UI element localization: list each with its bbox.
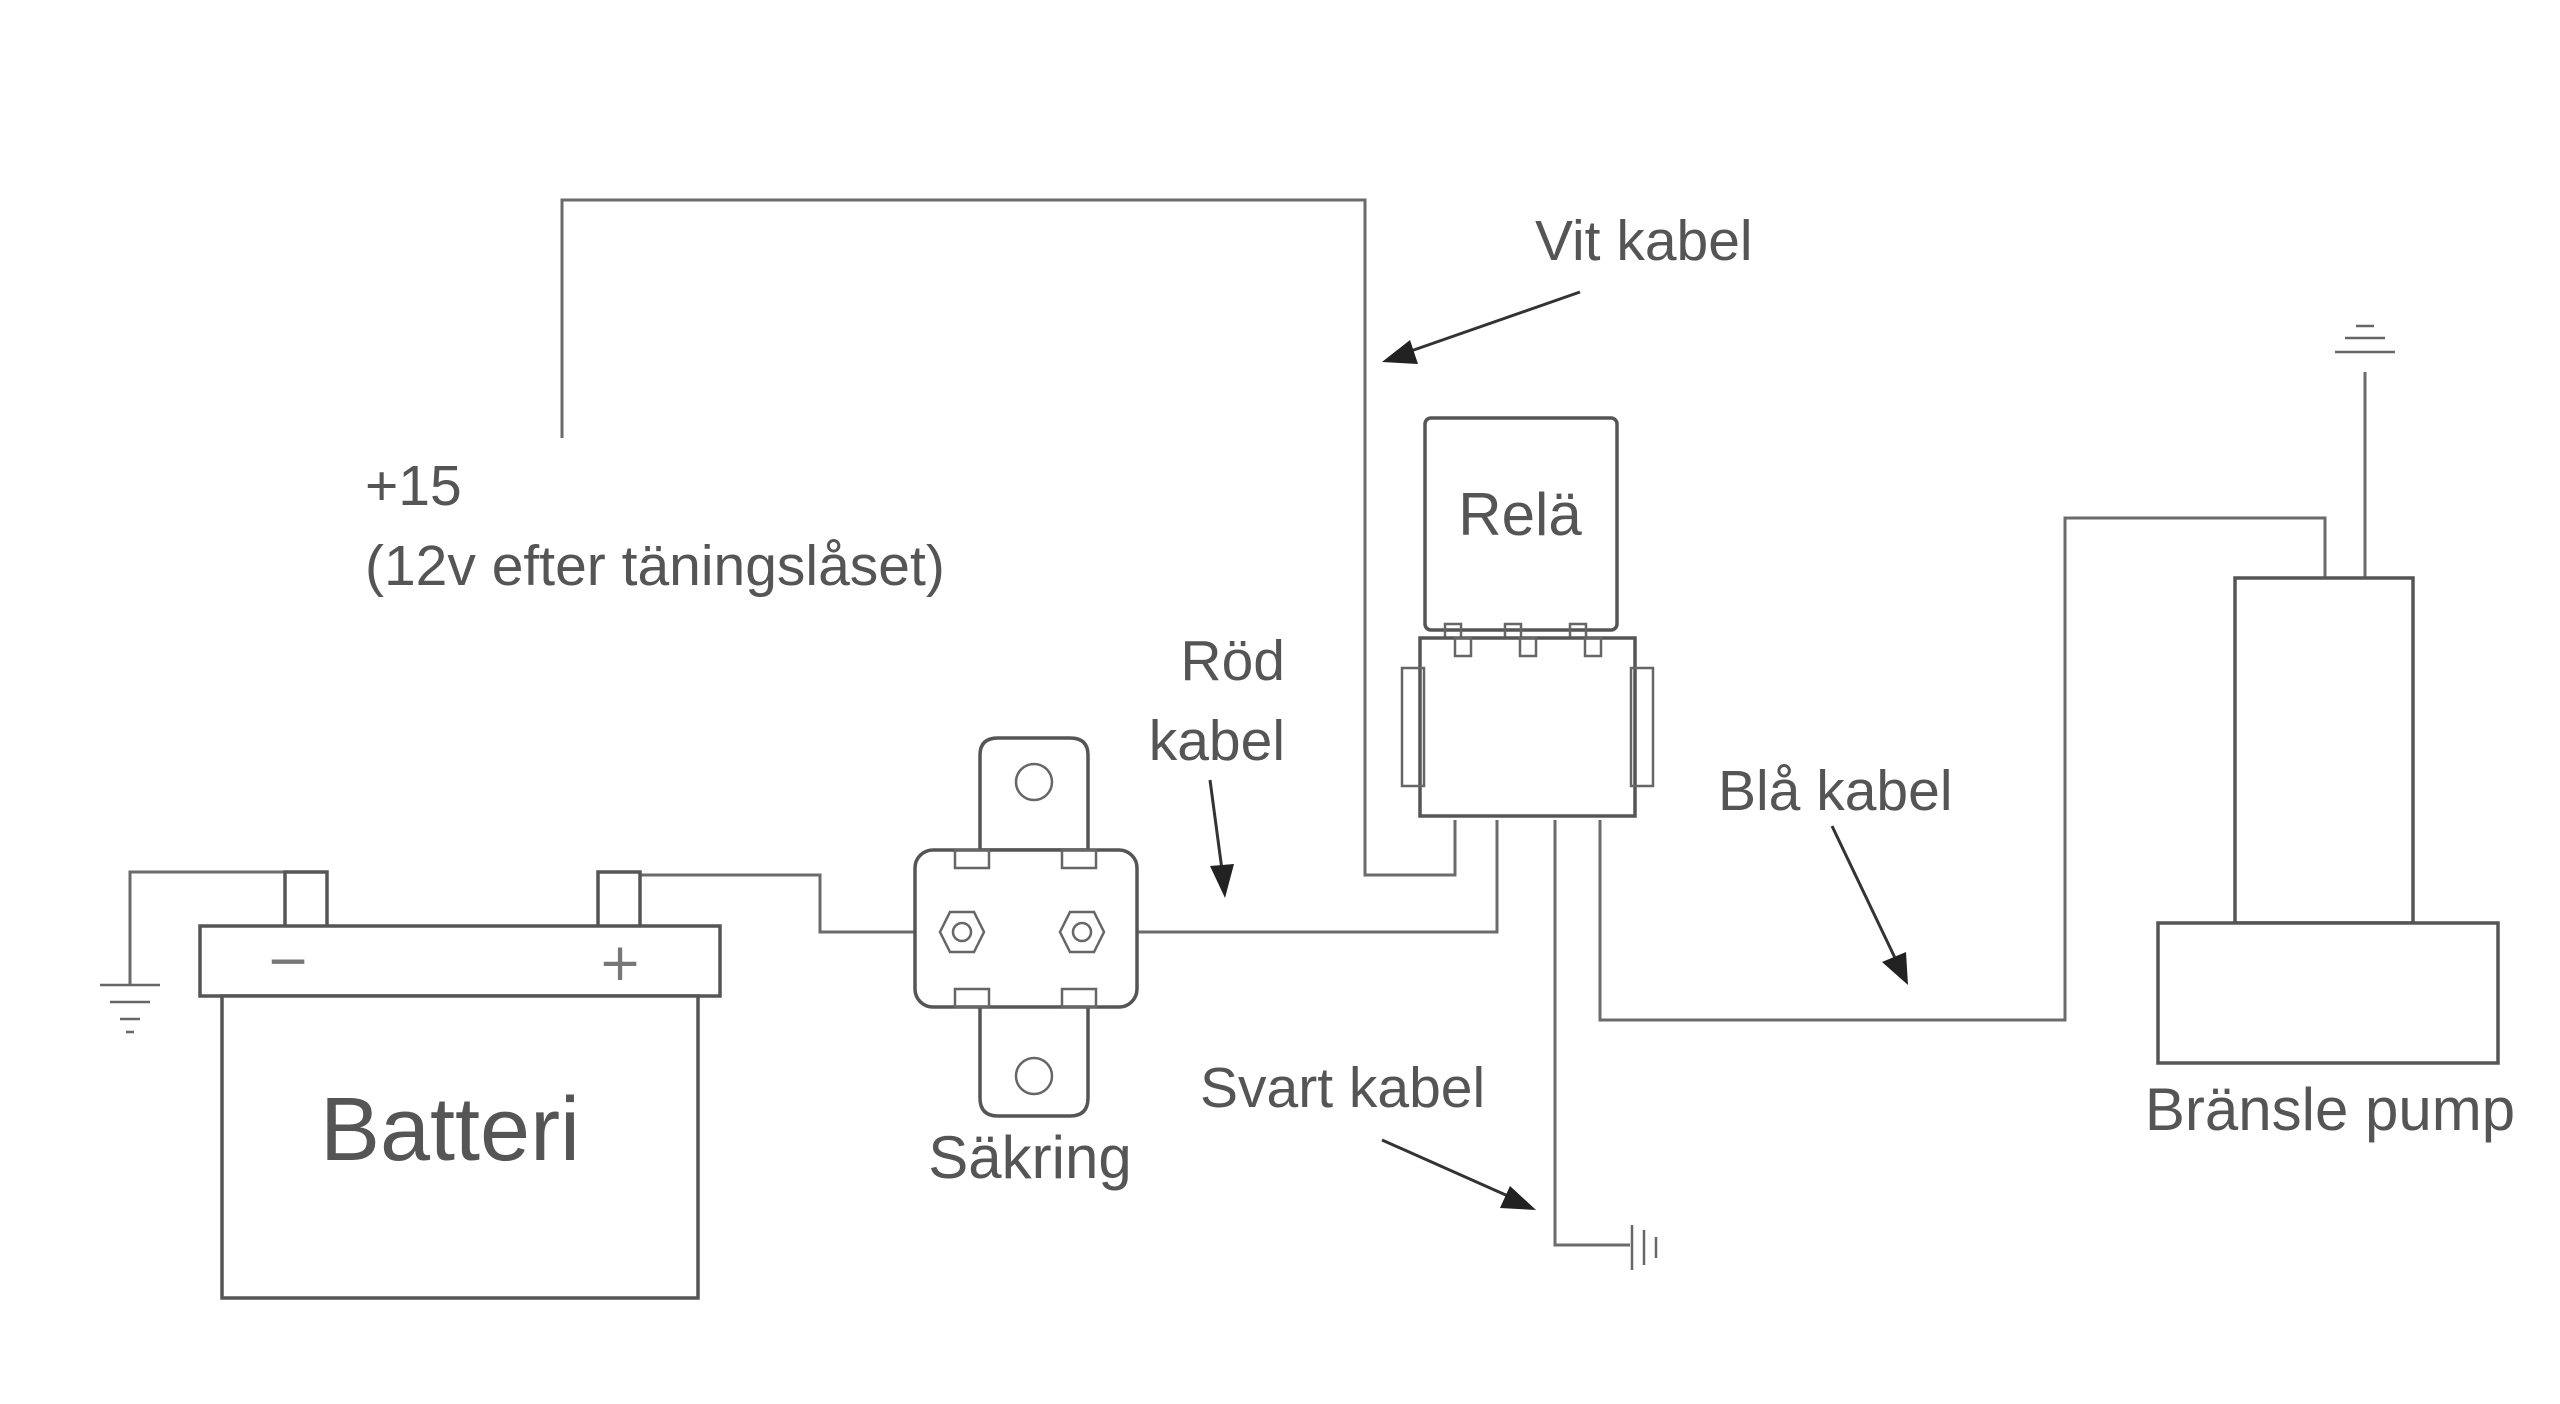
relay-base xyxy=(1418,636,1637,818)
red-wire-battery-to-fuse xyxy=(620,873,950,934)
rod-kabel-label-line2: kabel xyxy=(1149,709,1285,773)
battery: − + Batteri xyxy=(198,870,722,1300)
fuse-nut-left xyxy=(938,910,986,954)
fuel-pump-label: Bränsle pump xyxy=(2145,1076,2515,1143)
fuel-pump-top xyxy=(2233,576,2415,925)
blue-wire-relay-to-pump xyxy=(1598,516,2327,1022)
bla-kabel-label: Blå kabel xyxy=(1718,759,1953,823)
battery-terminal-minus xyxy=(283,870,329,930)
arrow-rod-kabel xyxy=(1208,779,1234,898)
arrow-svart-kabel xyxy=(1381,1138,1536,1210)
battery-terminal-plus xyxy=(596,870,642,930)
ground-icon xyxy=(100,983,160,1034)
fuel-pump-base xyxy=(2156,921,2500,1065)
fuse-body xyxy=(913,848,1139,1009)
arrow-bla-kabel xyxy=(1830,825,1908,985)
fuse-label: Säkring xyxy=(928,1124,1131,1191)
svart-kabel-label: Svart kabel xyxy=(1200,1056,1485,1120)
relay-label: Relä xyxy=(1458,481,1582,548)
rod-kabel-label-line1: Röd xyxy=(1180,629,1285,693)
fuse-top-tab xyxy=(978,736,1090,852)
battery-lid xyxy=(198,924,722,998)
ground-icon xyxy=(2335,324,2395,354)
fuse-nut-right xyxy=(1058,910,1106,954)
battery-label: Batteri xyxy=(320,1080,580,1180)
red-wire-fuse-to-relay xyxy=(1090,820,1499,934)
ground-icon xyxy=(1630,1225,1658,1270)
fuse: Säkring xyxy=(913,736,1139,1191)
battery-plus-sign: + xyxy=(598,933,642,993)
plus15-label: +15 xyxy=(365,454,462,518)
battery-minus-sign: − xyxy=(266,931,310,991)
battery-body xyxy=(220,994,700,1300)
plus15-note: (12v efter täningslåset) xyxy=(365,534,945,598)
fuel-pump: Bränsle pump xyxy=(2145,576,2515,1143)
vit-kabel-label: Vit kabel xyxy=(1535,209,1753,273)
relay: Relä xyxy=(1400,416,1655,818)
arrow-vit-kabel xyxy=(1382,290,1581,364)
black-wire-relay-to-ground xyxy=(1553,820,1630,1247)
ignition-wire xyxy=(560,198,1457,877)
